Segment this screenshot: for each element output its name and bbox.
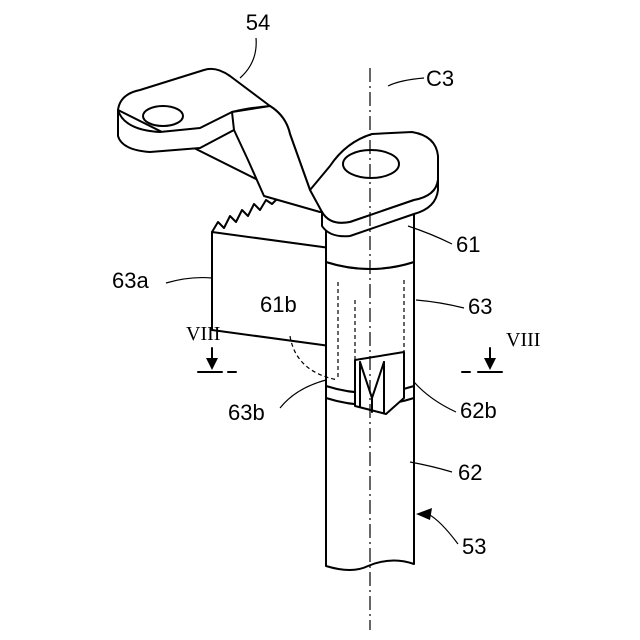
section-marker-left (198, 348, 236, 372)
collar-flange-63a (212, 196, 330, 346)
label-61b: 61b (260, 292, 297, 317)
label-61: 61 (456, 232, 480, 257)
notch-62b (355, 352, 404, 414)
bracket-54 (118, 69, 438, 236)
label-63: 63 (468, 294, 492, 319)
label-53: 53 (462, 534, 486, 559)
section-marker-right (462, 348, 502, 372)
label-63a: 63a (112, 268, 149, 293)
label-54: 54 (246, 10, 270, 35)
label-section-right: VIII (506, 329, 540, 351)
label-63b: 63b (228, 400, 265, 425)
label-62b: 62b (460, 398, 497, 423)
label-c3: C3 (426, 66, 454, 91)
label-section-left: VIII (186, 323, 220, 345)
label-62: 62 (458, 460, 482, 485)
